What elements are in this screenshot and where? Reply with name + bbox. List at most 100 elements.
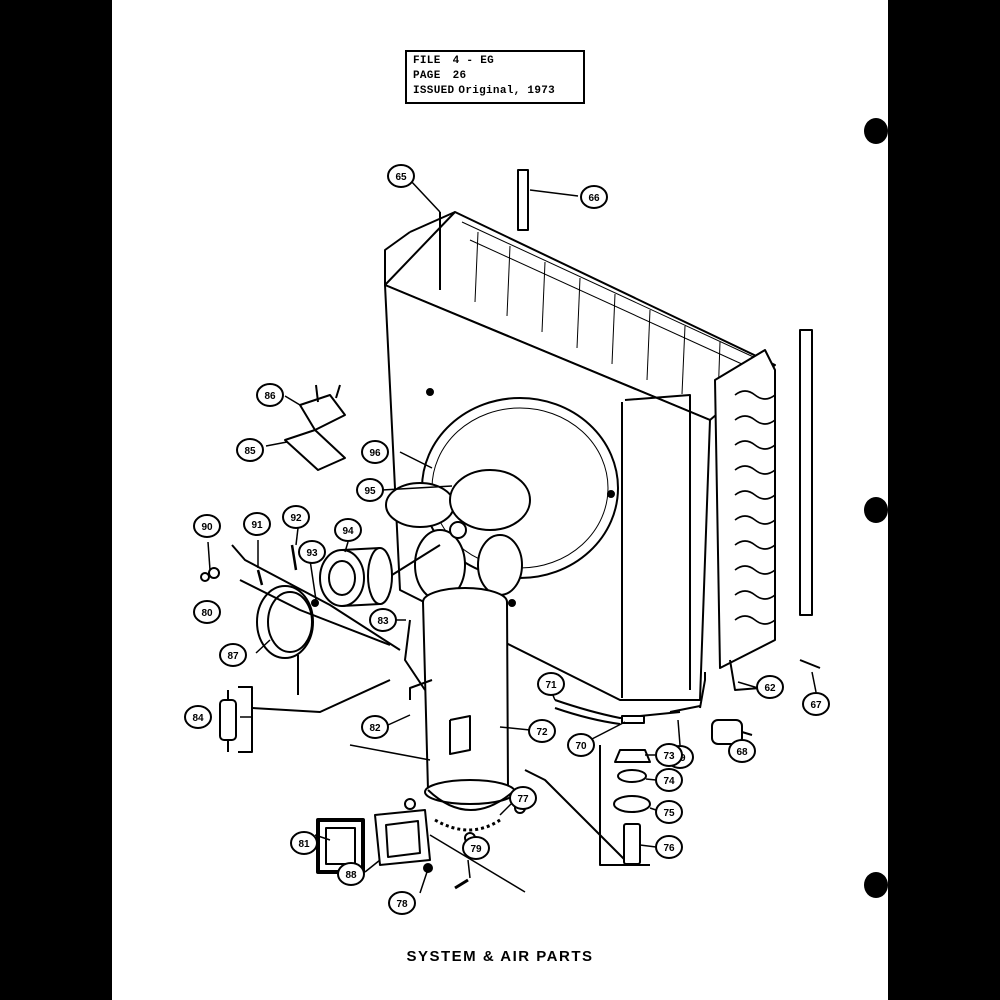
callout-circle-65 [387,164,415,188]
callout-label-95: 95 [364,486,376,497]
callout-circle-92 [282,505,310,529]
callout-label-90: 90 [201,522,213,533]
terminal-cover [374,809,431,866]
condenser-coil [714,349,776,669]
callout-circle-94 [334,518,362,542]
callout-circle-75 [655,800,683,824]
callout-label-76: 76 [663,843,675,854]
callout-label-88: 88 [345,870,357,881]
callout-label-65: 65 [395,172,407,183]
binder-hole-middle [864,497,888,523]
callout-label-94: 94 [342,526,354,537]
callout-circle-86 [256,383,284,407]
nut-small [208,567,220,579]
callout-circle-79 [462,836,490,860]
callout-label-92: 92 [290,513,302,524]
capacitor [219,679,391,753]
switch-assembly [284,384,346,471]
page-label: PAGE [413,70,441,82]
binder-hole-top [864,118,888,144]
callout-label-72: 72 [536,727,548,738]
file-row: FILE 4 - EG [413,55,494,67]
callout-circle-70 [567,733,595,757]
callout-circle-90 [193,514,221,538]
callout-label-68: 68 [736,747,748,758]
callout-circle-95 [356,478,384,502]
callout-label-84: 84 [192,713,204,724]
callout-label-74: 74 [663,776,675,787]
callout-circle-91 [243,512,271,536]
callout-label-86: 86 [264,391,276,402]
callout-circle-84 [184,705,212,729]
callout-circle-62 [756,675,784,699]
binder-hole-bottom [864,872,888,898]
callout-circle-88 [337,862,365,886]
callout-label-82: 82 [369,723,381,734]
grommet-stack [524,745,651,866]
lock-washer [311,599,319,607]
callout-circle-85 [236,438,264,462]
callout-circle-67 [802,692,830,716]
washer [200,572,210,582]
screw [454,878,469,890]
bolt [256,569,264,586]
callout-label-77: 77 [517,794,529,805]
callout-circle-82 [361,715,389,739]
callout-label-83: 83 [377,616,389,627]
callout-label-62: 62 [764,683,776,694]
callout-label-79: 79 [470,844,482,855]
file-label: FILE [413,55,441,67]
callout-circle-93 [298,540,326,564]
refrigerant-tubing [554,659,821,725]
callout-circle-68 [728,739,756,763]
seal-strip-side [799,329,813,616]
callout-circle-71 [537,672,565,696]
callout-label-75: 75 [663,808,675,819]
fan-motor [319,544,441,607]
callout-bubbles: 6566868596959091929394808783848271727069… [184,164,830,915]
callout-circle-78 [388,891,416,915]
callout-label-85: 85 [244,446,256,457]
screw-small [290,544,298,571]
seal-strip-top [517,169,529,231]
nut [423,863,433,873]
callout-label-73: 73 [663,751,675,762]
compressor-stud-base [434,818,501,832]
callout-circle-66 [580,185,608,209]
callout-label-81: 81 [298,839,310,850]
callout-label-80: 80 [201,608,213,619]
issued-label: ISSUED [413,85,455,97]
callout-label-78: 78 [396,899,408,910]
callout-label-93: 93 [306,548,318,559]
callout-label-66: 66 [588,193,600,204]
callout-label-91: 91 [251,520,263,531]
condenser-fins [461,221,761,401]
callout-circle-72 [528,719,556,743]
compressor [404,587,526,844]
callout-label-71: 71 [545,680,557,691]
callout-label-87: 87 [227,651,239,662]
page-row: PAGE 26 [413,70,466,82]
callout-circle-76 [655,835,683,859]
fan-blade [385,469,531,601]
callout-circle-87 [219,643,247,667]
callout-circle-74 [655,768,683,792]
callout-label-70: 70 [575,741,587,752]
motor-mount-bracket [231,544,401,695]
callout-circle-77 [509,786,537,810]
pressure-switch [711,719,753,745]
callout-circle-83 [369,608,397,632]
file-value: 4 - EG [452,55,495,67]
issued-value: Original, 1973 [458,85,556,97]
callout-circle-81 [290,831,318,855]
callout-circle-80 [193,600,221,624]
leader-lines [207,179,817,894]
callout-label-67: 67 [810,700,822,711]
callout-circle-96 [361,440,389,464]
callout-circle-73 [655,743,683,767]
diagram-caption: SYSTEM & AIR PARTS [406,948,594,965]
page-value: 26 [452,70,467,82]
